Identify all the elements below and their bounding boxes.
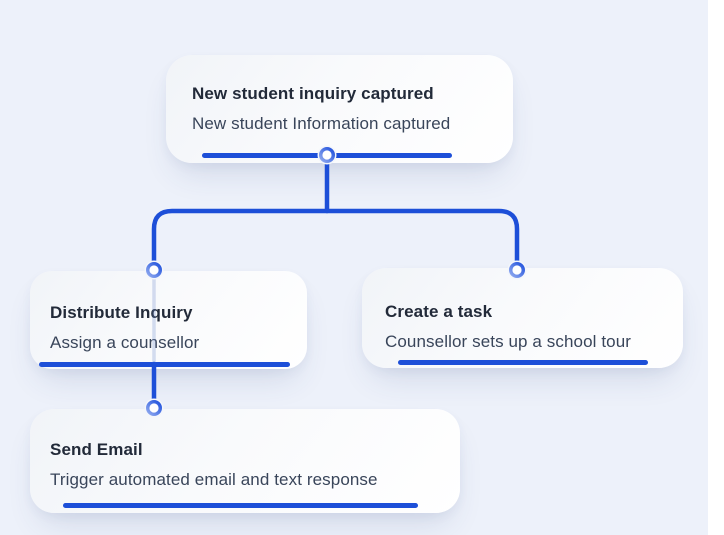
workflow-node-create-a-task[interactable]: Create a task Counsellor sets up a schoo… [362, 268, 683, 368]
node-title: Distribute Inquiry [50, 303, 193, 322]
workflow-node-distribute-inquiry[interactable]: Distribute Inquiry Assign a counsellor [30, 271, 307, 369]
node-title: New student inquiry captured [192, 84, 434, 103]
connector-port[interactable] [145, 400, 162, 417]
node-accent-bar [39, 362, 290, 367]
workflow-node-send-email[interactable]: Send Email Trigger automated email and t… [30, 409, 460, 513]
node-accent-bar [63, 503, 418, 508]
node-subtitle: New student Information captured [192, 114, 451, 133]
node-accent-bar [398, 360, 648, 365]
node-subtitle: Counsellor sets up a school tour [385, 332, 632, 351]
node-subtitle: Trigger automated email and text respons… [50, 470, 378, 489]
connector-port[interactable] [145, 262, 162, 279]
connector-port[interactable] [509, 262, 526, 279]
connector-port[interactable] [319, 146, 336, 163]
page-edge [708, 0, 724, 535]
connector-line-branch [151, 208, 520, 273]
node-title: Create a task [385, 302, 493, 321]
node-subtitle: Assign a counsellor [50, 333, 200, 352]
workflow-node-new-student-inquiry-captured[interactable]: New student inquiry captured New student… [166, 55, 513, 163]
node-title: Send Email [50, 440, 143, 459]
